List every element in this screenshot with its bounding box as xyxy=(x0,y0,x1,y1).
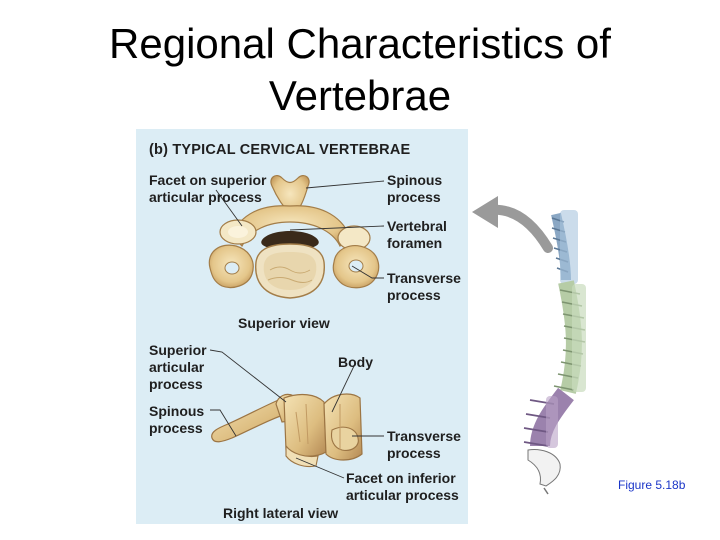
label-spinous-process-lateral: Spinous process xyxy=(149,403,217,437)
label-vertebral-foramen: Vertebral foramen xyxy=(387,218,457,252)
figure-caption: Figure 5.18b xyxy=(618,478,685,492)
label-facet-inferior-articular: Facet on inferior articular process xyxy=(346,470,468,504)
label-superior-articular-process: Superior articular process xyxy=(149,342,217,393)
vertebra-lateral-view xyxy=(212,394,362,466)
label-transverse-process-superior: Transverse process xyxy=(387,270,467,304)
label-spinous-process-superior: Spinous process xyxy=(387,172,457,206)
panel-heading: (b) TYPICAL CERVICAL VERTEBRAE xyxy=(149,142,410,159)
label-facet-superior-articular: Facet on superior articular process xyxy=(149,172,274,206)
caption-right-lateral-view: Right lateral view xyxy=(223,505,338,522)
spinal-column-illustration xyxy=(524,210,586,494)
label-body: Body xyxy=(338,354,373,371)
label-transverse-process-lateral: Transverse process xyxy=(387,428,467,462)
caption-superior-view: Superior view xyxy=(238,315,330,332)
pointer-arrow xyxy=(472,196,548,248)
